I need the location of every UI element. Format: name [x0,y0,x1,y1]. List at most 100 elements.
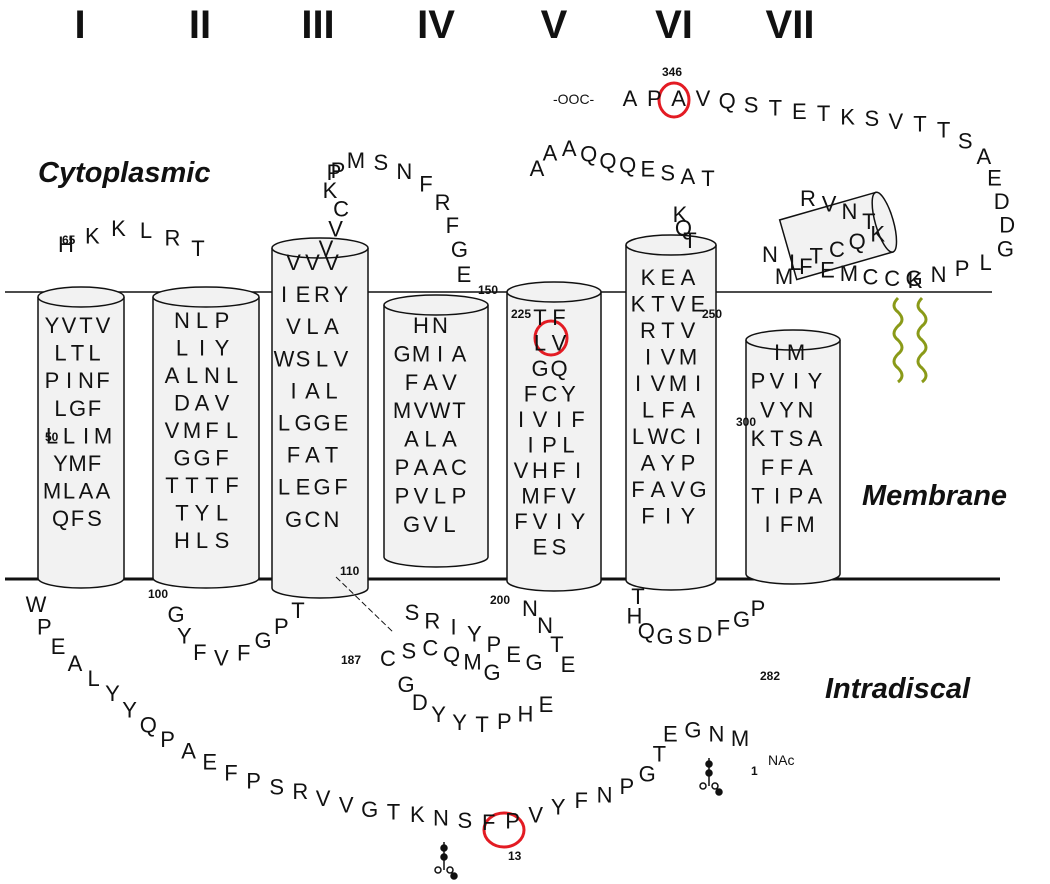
residue-loop0-1: K [85,223,100,248]
residue-h5-2-0: G [531,356,548,381]
residue-h6-2-0: R [640,318,656,343]
residue-h1-3-0: L [54,396,66,421]
residue-h7-6-1: F [780,512,793,537]
residue-loop4-2: T [683,228,696,253]
residue-h1-6-2: A [79,479,94,504]
residue-loop8-18: T [387,800,400,825]
residue-loop6-10: S [864,106,879,131]
residue-h1-0-3: V [96,313,111,338]
residue-h6-2-2: V [681,318,696,343]
residue-h6-7-0: A [641,451,656,476]
residue-h4-3-3: T [452,398,465,423]
residue-h3-2-2: A [324,314,339,339]
residue-h4-5-2: A [433,455,448,480]
residue-number-346: 346 [662,65,682,79]
residue-loop7-0: R [800,186,816,211]
residue-h6-1-0: K [631,292,646,317]
residue-h5-6-3: I [575,458,581,483]
residue-loop8-17: G [361,797,378,822]
residue-h5-0-0: T [533,305,546,330]
residue-h6-5-2: A [681,398,696,423]
residue-loop3-6: E [640,156,655,181]
residue-h6-8-3: G [689,477,706,502]
residue-h4-5-1: A [414,455,429,480]
residue-h4-4-2: A [442,427,457,452]
residue-h1-2-1: I [66,368,72,393]
residue-h4-1-1: M [412,341,430,366]
residue-h1-3-2: F [88,396,101,421]
residue-h5-4-1: V [533,407,548,432]
residue-loop0-4: R [164,226,180,251]
residue-number-282: 282 [760,669,780,683]
residue-h4-6-1: V [414,483,429,508]
residue-h3-7-2: G [313,475,330,500]
residue-h2-1-0: L [176,336,188,361]
residue-loop7-4: K [870,221,885,246]
residue-loop6-6: T [769,96,782,121]
residue-loop7-7: T [809,244,822,269]
residue-loop8-6: Y [122,698,137,723]
residue-h7-5-1: I [774,484,780,509]
residue-loop8-29: G [639,762,656,787]
residue-h2-3-1: A [195,391,210,416]
residue-h4-4-0: A [404,427,419,452]
residue-number-13: 13 [508,849,522,863]
residue-loop2-0: P [327,160,342,185]
residue-h2-1-2: Y [215,336,230,361]
residue-loop8-0: W [26,592,47,617]
residue-loop10-6: G [525,650,542,675]
residue-loop11-3: Q [443,642,460,667]
residue-loop6-15: A [977,144,992,169]
residue-loop8-16: V [339,793,354,818]
residue-h7-2-0: V [760,397,775,422]
residue-h3-4-0: I [290,378,296,403]
residue-h6-0-2: A [681,265,696,290]
residue-loop3-5: Q [619,153,636,178]
residue-h5-3-1: C [542,382,558,407]
region-label-cytoplasmic: Cytoplasmic [38,157,210,189]
residue-h7-2-1: Y [779,397,794,422]
residue-loop14-8: P [751,596,766,621]
residue-h5-6-1: H [532,458,548,483]
residue-h6-6-2: C [670,424,686,449]
residue-h1-0-1: V [62,313,77,338]
residue-h2-3-2: V [215,391,230,416]
residue-loop8-12: P [246,769,261,794]
residue-h6-1-1: T [651,292,664,317]
residue-loop6-20: L [979,250,991,275]
residue-loop2-8: E [457,262,472,287]
residue-h6-9-1: I [665,504,671,529]
residue-loop7-9: F [799,254,812,279]
residue-loop6-8: T [817,101,830,126]
palmitoyl-chain-2 [916,296,928,384]
residue-number-65: 65 [62,233,76,247]
residue-h6-7-2: P [681,451,696,476]
residue-loop6-11: V [889,109,904,134]
residue-loop8-14: R [292,779,308,804]
residue-h6-0-1: E [661,265,676,290]
residue-loop1-0: P [331,158,346,183]
residue-loop11-4: M [463,649,481,674]
residue-h4-2-0: F [405,370,418,395]
residue-loop8-5: Y [105,681,120,706]
residue-h7-3-0: K [751,426,766,451]
residue-loop0-5: T [191,236,204,261]
residue-loop10-0: S [405,600,420,625]
residue-number-1: 1 [751,764,758,778]
residue-h1-0-2: T [79,313,92,338]
residue-number-150: 150 [478,283,498,297]
residue-h4-1-3: A [452,341,467,366]
residue-loop12-7: E [539,692,554,717]
residue-h5-3-0: F [524,382,537,407]
residue-loop3-8: A [680,164,695,189]
residue-h1-6-3: A [96,479,111,504]
residue-h1-7-2: S [87,506,102,531]
residue-loop8-22: F [482,810,495,835]
helix-cylinder-7 [745,329,841,585]
residue-number-300: 300 [736,415,756,429]
residue-number-110: 110 [340,564,360,578]
residue-h1-7-0: Q [52,506,69,531]
residue-h7-4-0: F [761,455,774,480]
residue-h5-1-0: L [534,331,546,356]
